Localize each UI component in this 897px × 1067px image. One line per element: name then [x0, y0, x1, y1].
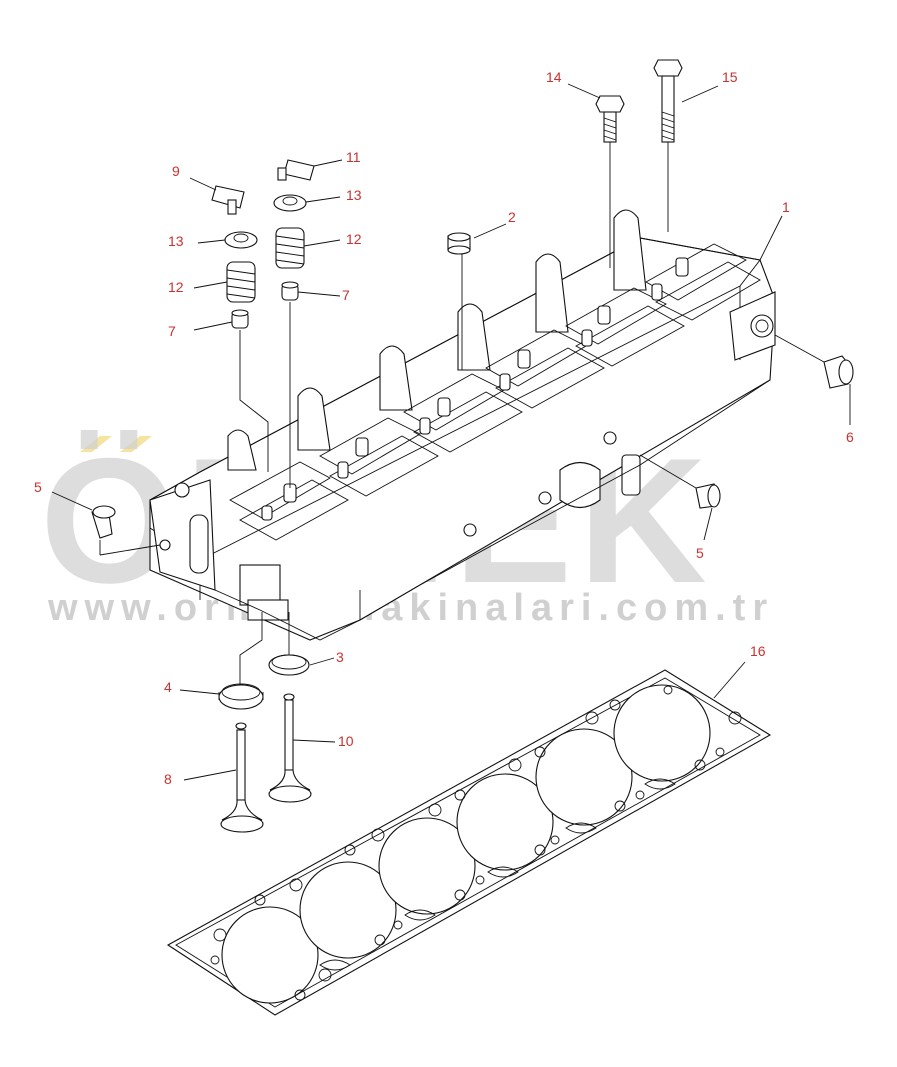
watermark-url: www.orneksmakinalari.com.tr [47, 587, 774, 629]
callout-11: 11 [346, 149, 361, 165]
callout-7-left: 7 [168, 323, 176, 339]
callout-9: 9 [172, 163, 180, 179]
expansion-plug-rear [823, 355, 854, 389]
callout-12-right: 12 [346, 231, 362, 247]
callout-8: 8 [164, 771, 172, 787]
callout-5-front: 5 [34, 479, 42, 495]
callout-10: 10 [338, 733, 354, 749]
intake-valve [268, 693, 312, 803]
valve-seat-intake [268, 654, 310, 676]
callout-4: 4 [164, 679, 172, 695]
plug-side [695, 483, 721, 509]
callout-5-side: 5 [696, 545, 704, 561]
leader-lines [99, 142, 825, 685]
valve-keeper-right [277, 159, 315, 181]
callout-13-right: 13 [346, 187, 362, 203]
valve-seat-exhaust [218, 683, 264, 710]
valve-train-parts [211, 159, 315, 833]
callout-leaders [51, 83, 851, 781]
plug-front [91, 505, 116, 539]
callout-7-right: 7 [342, 287, 350, 303]
callout-1: 1 [782, 199, 790, 215]
stem-seal-left [231, 309, 249, 329]
callout-13-left: 13 [168, 233, 184, 249]
callout-3: 3 [336, 649, 344, 665]
exhaust-valve [220, 722, 264, 833]
callout-numbers: 1 2 3 4 5 5 6 7 7 8 9 10 11 12 12 13 13 … [34, 69, 854, 787]
head-bolt-short [595, 95, 625, 143]
spring-retainer-right [273, 194, 307, 212]
stem-seal-right [281, 281, 299, 301]
callout-16: 16 [750, 643, 766, 659]
valve-spring-right [275, 227, 305, 269]
callout-6: 6 [846, 429, 854, 445]
callout-2: 2 [508, 209, 516, 225]
valve-spring-left [226, 261, 256, 303]
head-bolt-long [653, 59, 683, 143]
valve-keeper-left [211, 185, 245, 215]
cylinder-head [149, 209, 776, 641]
callout-14: 14 [546, 69, 562, 85]
callout-15: 15 [722, 69, 738, 85]
spring-retainer-left [224, 231, 258, 249]
head-gasket [166, 669, 772, 1016]
callout-12-left: 12 [168, 279, 184, 295]
fasteners-and-plugs [91, 59, 854, 539]
sealing-cup-plug [447, 232, 471, 255]
